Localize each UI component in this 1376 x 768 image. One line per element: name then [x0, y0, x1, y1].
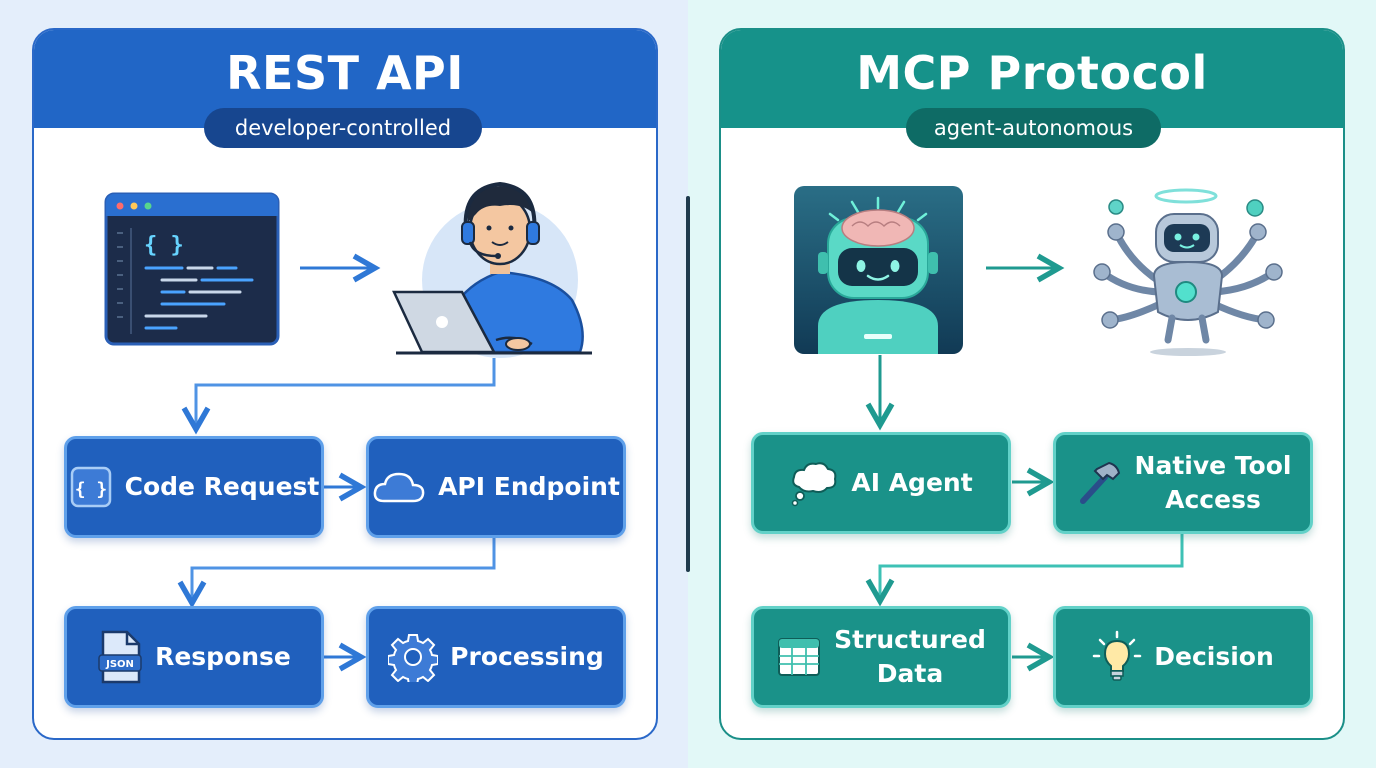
cloud-icon: [373, 472, 425, 503]
processing-label: Processing: [450, 642, 604, 672]
response-label: Response: [155, 642, 291, 672]
decision-label: Decision: [1154, 642, 1274, 672]
developer-controlled-badge: developer-controlled: [204, 108, 482, 148]
json-file-label: JSON: [105, 659, 134, 670]
processing-box: Processing: [366, 606, 626, 708]
structured-data-line1: Structured: [834, 625, 986, 655]
multi-armed-robot-icon: [1093, 188, 1283, 356]
flow-connector: [181, 358, 496, 435]
hammer-icon: [1079, 461, 1120, 504]
agent-autonomous-badge: agent-autonomous: [906, 108, 1161, 148]
code-request-label: Code Request: [124, 472, 320, 502]
native-tool-access-box: Native Tool Access: [1053, 432, 1313, 534]
code-request-box: { } Code Request: [64, 436, 324, 538]
native-tool-access-label: Native Tool Access: [1135, 449, 1292, 517]
structured-data-line2: Data: [876, 659, 944, 688]
ai-agent-box: AI Agent: [751, 432, 1011, 534]
api-endpoint-label: API Endpoint: [438, 472, 620, 502]
native-tool-line2: Access: [1165, 485, 1261, 514]
mcp-protocol-header: MCP Protocol: [721, 30, 1343, 128]
lightbulb-icon: [1092, 630, 1142, 681]
mcp-protocol-panel: MCP Protocol agent-autonomous: [719, 28, 1345, 740]
ai-agent-label: AI Agent: [851, 468, 973, 498]
response-box: JSON Response: [64, 606, 324, 708]
gear-icon: [388, 634, 439, 682]
flow-connector: [177, 538, 496, 609]
api-endpoint-box: API Endpoint: [366, 436, 626, 538]
rest-api-title: REST API: [226, 46, 464, 100]
robot-avatar-icon: [794, 186, 963, 354]
mcp-protocol-title: MCP Protocol: [856, 46, 1208, 100]
flow-connector: [865, 534, 1184, 607]
thought-bubble-icon: [792, 462, 837, 507]
code-brace-glyph: { }: [144, 233, 184, 258]
structured-data-box: Structured Data: [751, 606, 1011, 708]
spreadsheet-icon: [778, 638, 821, 676]
svg-text:{ }: { }: [74, 479, 107, 500]
json-file-icon: JSON: [98, 630, 142, 684]
structured-data-label: Structured Data: [834, 623, 986, 691]
center-divider: [686, 196, 690, 572]
decision-box: Decision: [1053, 606, 1313, 708]
code-editor-icon: { }: [104, 192, 280, 346]
developer-icon: [392, 181, 592, 358]
code-braces-icon: { }: [70, 466, 111, 508]
native-tool-line1: Native Tool: [1134, 451, 1292, 481]
